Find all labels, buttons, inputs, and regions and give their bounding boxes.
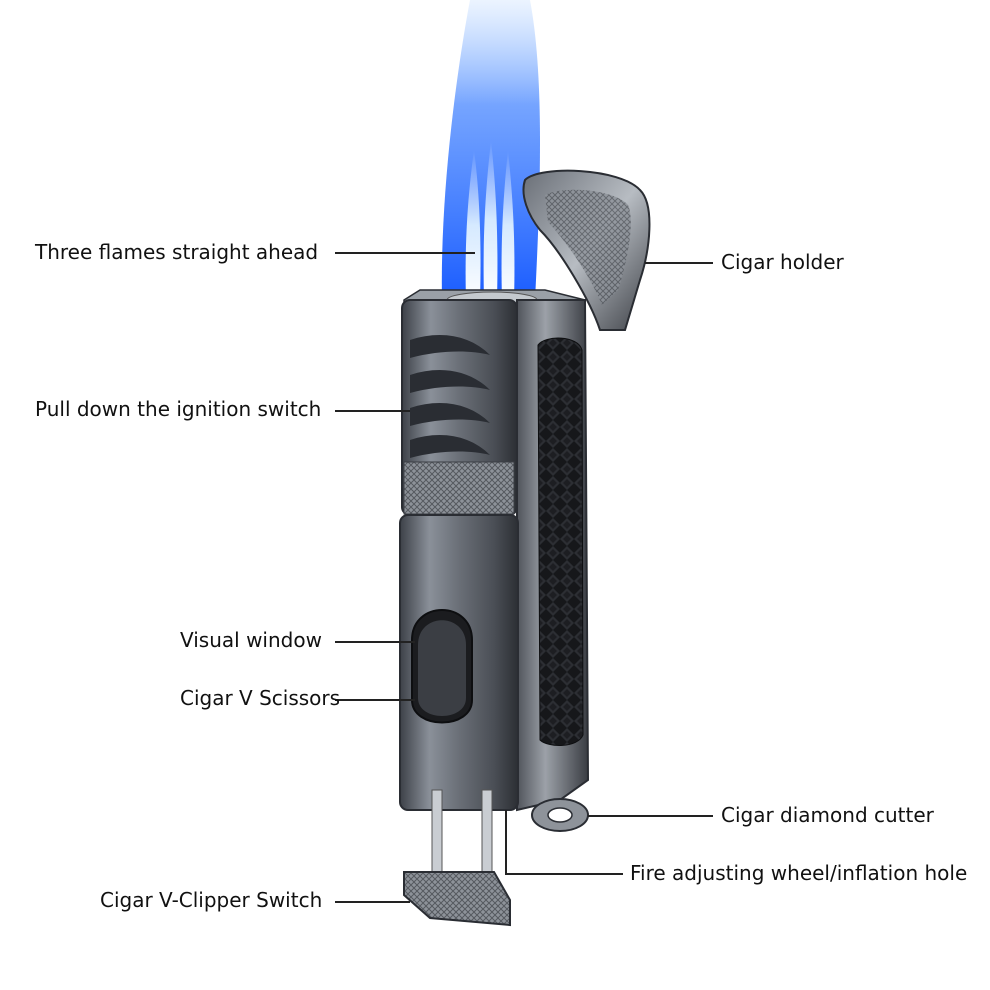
upper-body bbox=[401, 299, 518, 516]
leader-fire-wheel-vertical bbox=[505, 810, 507, 874]
label-diamond-cutter: Cigar diamond cutter bbox=[721, 803, 934, 827]
label-cigar-holder: Cigar holder bbox=[721, 250, 844, 274]
diamond-cutter-ring bbox=[531, 798, 589, 832]
label-ignition-switch: Pull down the ignition switch bbox=[35, 397, 322, 421]
leader-three-flames bbox=[335, 252, 475, 254]
leader-cigar-holder bbox=[645, 262, 713, 264]
label-v-scissors: Cigar V Scissors bbox=[180, 686, 341, 710]
label-three-flames: Three flames straight ahead bbox=[35, 240, 319, 264]
leader-fire-wheel bbox=[505, 873, 623, 875]
leader-v-scissors bbox=[335, 699, 415, 701]
leader-ignition-switch bbox=[335, 410, 410, 412]
leader-visual-window bbox=[335, 641, 415, 643]
v-clipper-assembly bbox=[403, 789, 511, 927]
label-v-clipper-switch: Cigar V-Clipper Switch bbox=[100, 888, 323, 912]
lower-body bbox=[399, 514, 519, 811]
leader-diamond-cutter bbox=[588, 815, 713, 817]
leader-v-clipper-switch bbox=[335, 901, 410, 903]
label-visual-window: Visual window bbox=[180, 628, 322, 652]
cigar-holder-part bbox=[522, 169, 651, 331]
carbon-side-panel bbox=[516, 299, 590, 812]
label-fire-wheel: Fire adjusting wheel/inflation hole bbox=[630, 861, 968, 885]
flames bbox=[441, 0, 540, 300]
